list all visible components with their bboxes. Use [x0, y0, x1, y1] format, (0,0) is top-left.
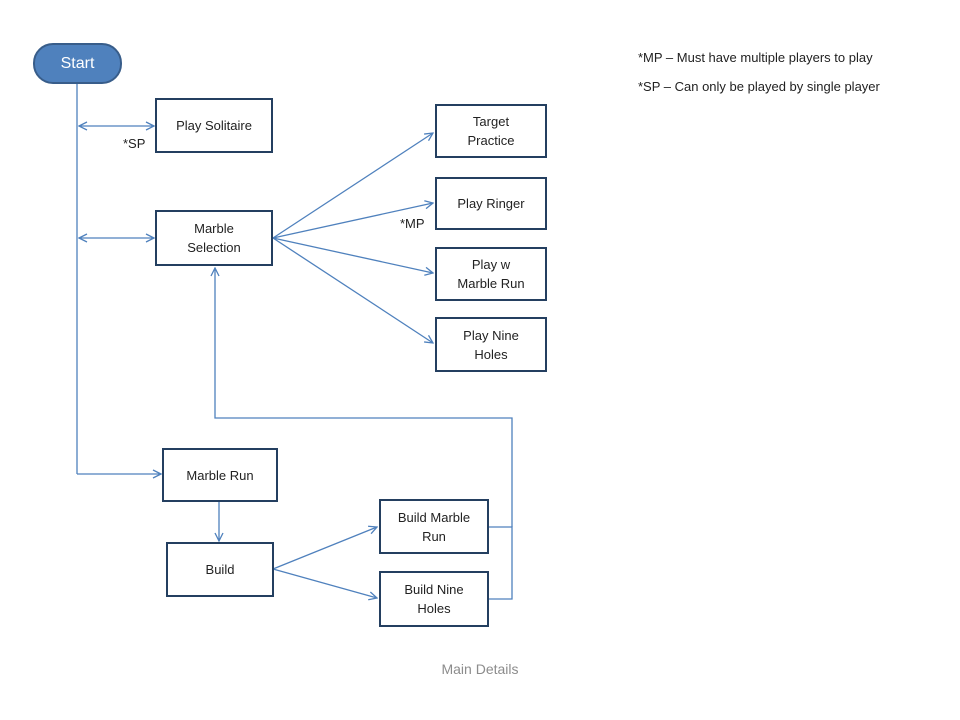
feedback-connector [488, 526, 513, 600]
arrow-to-play-marble-run [272, 237, 433, 273]
arrow-to-build-nine-holes [272, 568, 377, 598]
legend-sp: *SP – Can only be played by single playe… [638, 79, 880, 94]
build-box[interactable]: Build [166, 542, 274, 597]
play-solitaire-box[interactable]: Play Solitaire [155, 98, 273, 153]
arrow-to-play-nine-holes [272, 237, 433, 343]
start-node[interactable]: Start [33, 43, 122, 84]
arrow-to-target-practice [272, 133, 433, 239]
arrow-to-play-ringer [272, 203, 433, 239]
marble-run-label: Marble Run [186, 467, 254, 483]
arrow-to-build-marble-run [272, 527, 377, 570]
legend-mp: *MP – Must have multiple players to play [638, 50, 873, 65]
arrow-feedback-to-marble-selection [215, 268, 513, 527]
play-solitaire-label: Play Solitaire [176, 118, 252, 133]
build-label: Build [205, 562, 235, 577]
mp-annotation: *MP [400, 216, 425, 231]
footer-caption: Main Details [441, 661, 519, 677]
play-ringer-box[interactable]: Play Ringer [435, 177, 547, 230]
marble-run-box[interactable]: Marble Run [162, 448, 278, 502]
play-ringer-label: Play Ringer [457, 196, 525, 211]
sp-annotation: *SP [123, 136, 146, 151]
